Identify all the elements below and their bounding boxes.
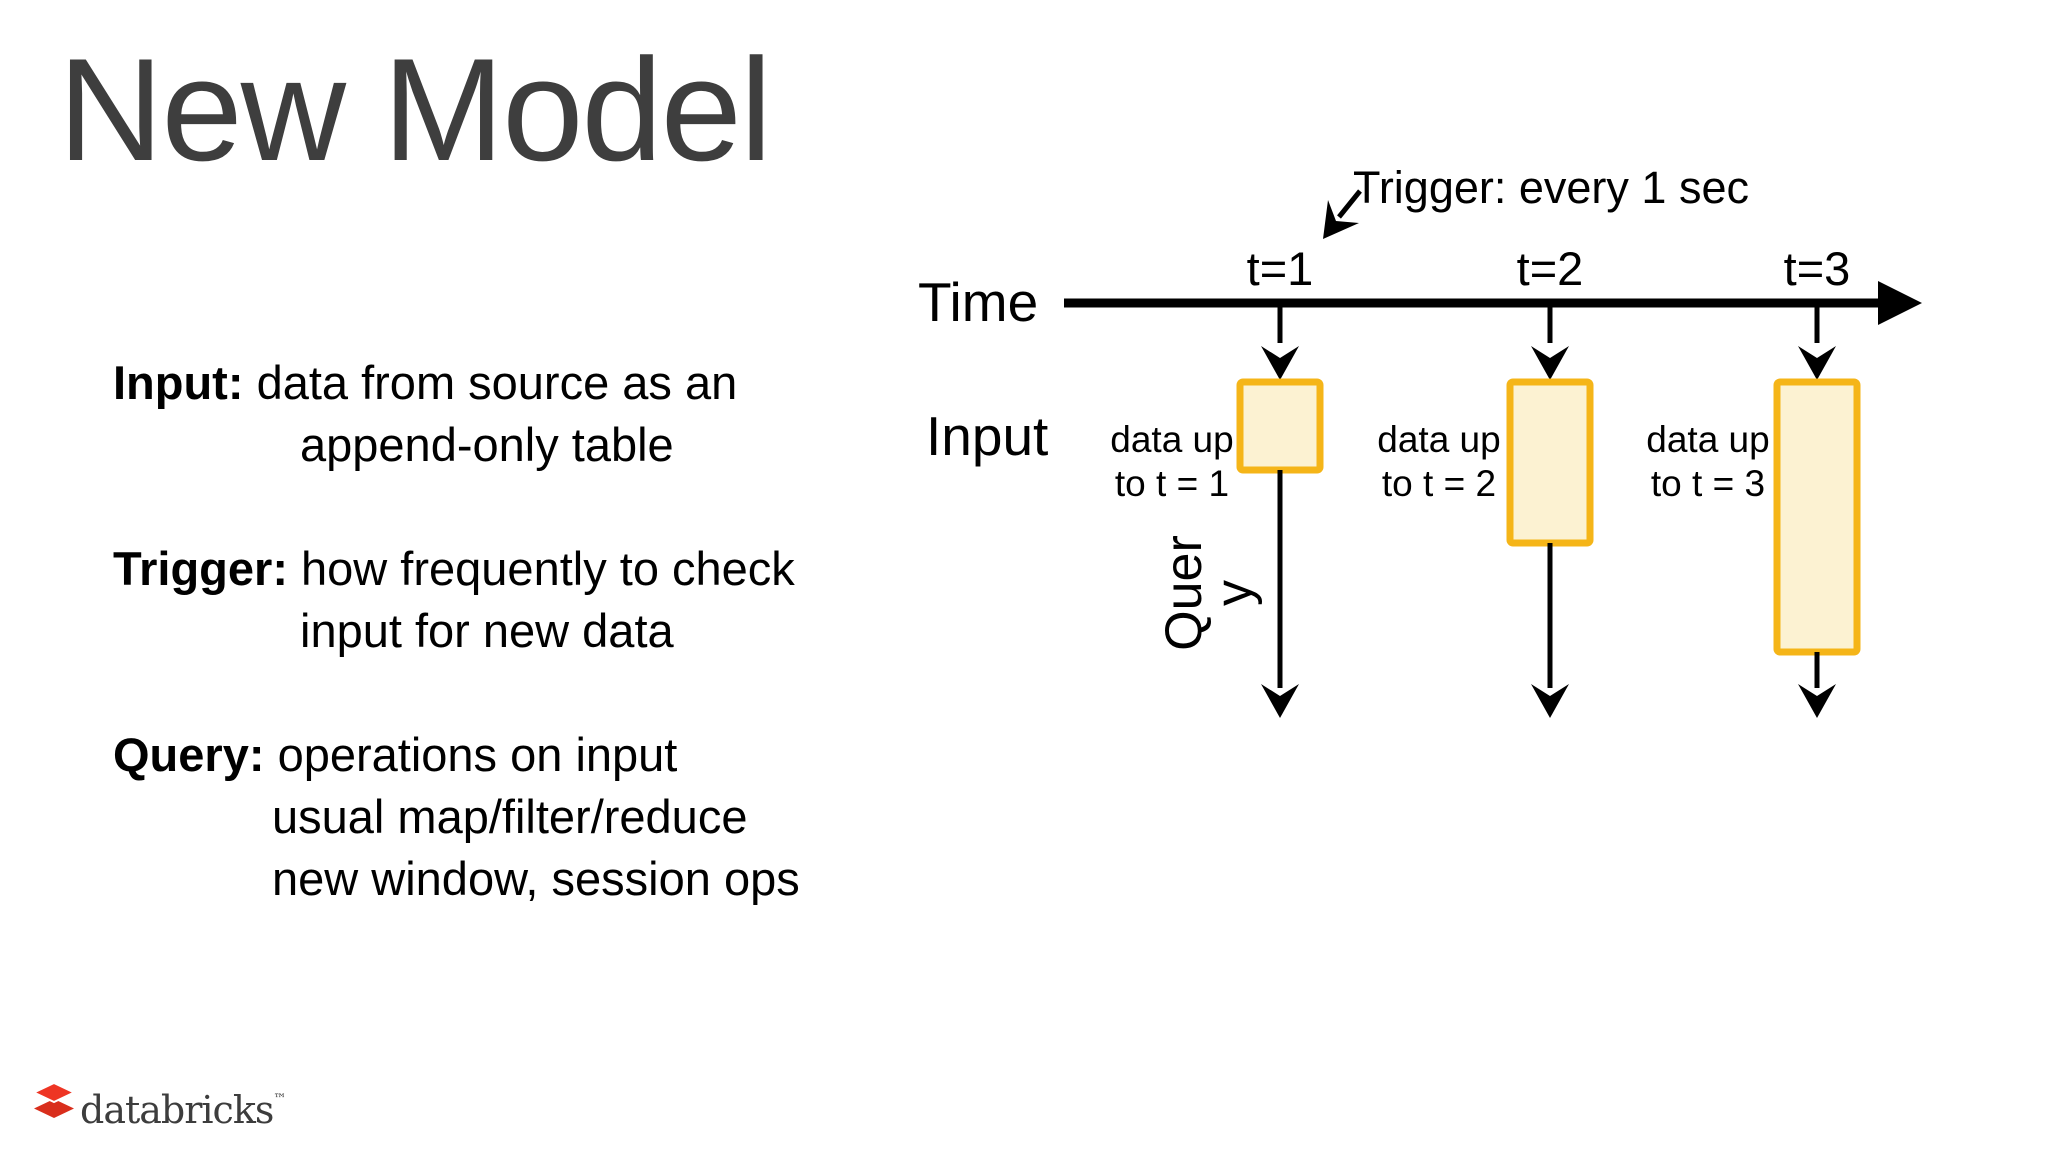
time-axis-label: Time: [918, 271, 1039, 333]
note-input-label: Input:: [113, 356, 244, 409]
note-query-line1: Query: operations on input: [113, 728, 678, 781]
query-row-label: Quer y: [1155, 535, 1263, 651]
note-trigger-label: Trigger:: [113, 542, 288, 595]
note-input-line1: Input: data from source as an: [113, 356, 738, 409]
tick-arrowhead-t2-icon: [1531, 346, 1569, 380]
trigger-annotation-arrow-line: [1337, 189, 1362, 219]
batch-caption-t2: data up to t = 2: [1377, 419, 1501, 504]
input-row-label: Input: [926, 405, 1049, 467]
notes-block: Input: data from source as an append-onl…: [113, 352, 933, 972]
note-query-label: Query:: [113, 728, 265, 781]
trigger-annotation: Trigger: every 1 sec: [1353, 162, 1749, 213]
batch-caption-t3: data up to t = 3: [1646, 419, 1770, 504]
note-query-line3: new window, session ops: [272, 852, 800, 905]
page-title: New Model: [58, 28, 772, 191]
trigger-annotation-arrowhead-icon: [1323, 200, 1359, 239]
time-axis-arrowhead-icon: [1878, 281, 1922, 325]
note-input-line2: append-only table: [300, 418, 674, 471]
note-trigger-line1: Trigger: how frequently to check: [113, 542, 795, 595]
databricks-logo-icon: [32, 1082, 76, 1118]
trademark-symbol: ™: [273, 1092, 286, 1107]
tick-arrowhead-t3-icon: [1798, 346, 1836, 380]
query-arrowhead-t2-icon: [1531, 684, 1569, 718]
tick-arrowhead-t1-icon: [1261, 346, 1299, 380]
note-trigger: Trigger: how frequently to check input f…: [113, 538, 933, 662]
note-query: Query: operations on input usual map/fil…: [113, 724, 933, 910]
tick-label-t2: t=2: [1516, 242, 1584, 295]
query-arrowhead-t1-icon: [1261, 684, 1299, 718]
batch-caption-t1: data up to t = 1: [1110, 419, 1234, 504]
databricks-logo-text: databricks™: [80, 1088, 286, 1132]
tick-label-t1: t=1: [1246, 242, 1314, 295]
tick-label-t3: t=3: [1783, 242, 1851, 295]
query-arrowhead-t3-icon: [1798, 684, 1836, 718]
note-trigger-line2: input for new data: [300, 604, 674, 657]
note-query-line2: usual map/filter/reduce: [272, 790, 748, 843]
note-input: Input: data from source as an append-onl…: [113, 352, 933, 476]
